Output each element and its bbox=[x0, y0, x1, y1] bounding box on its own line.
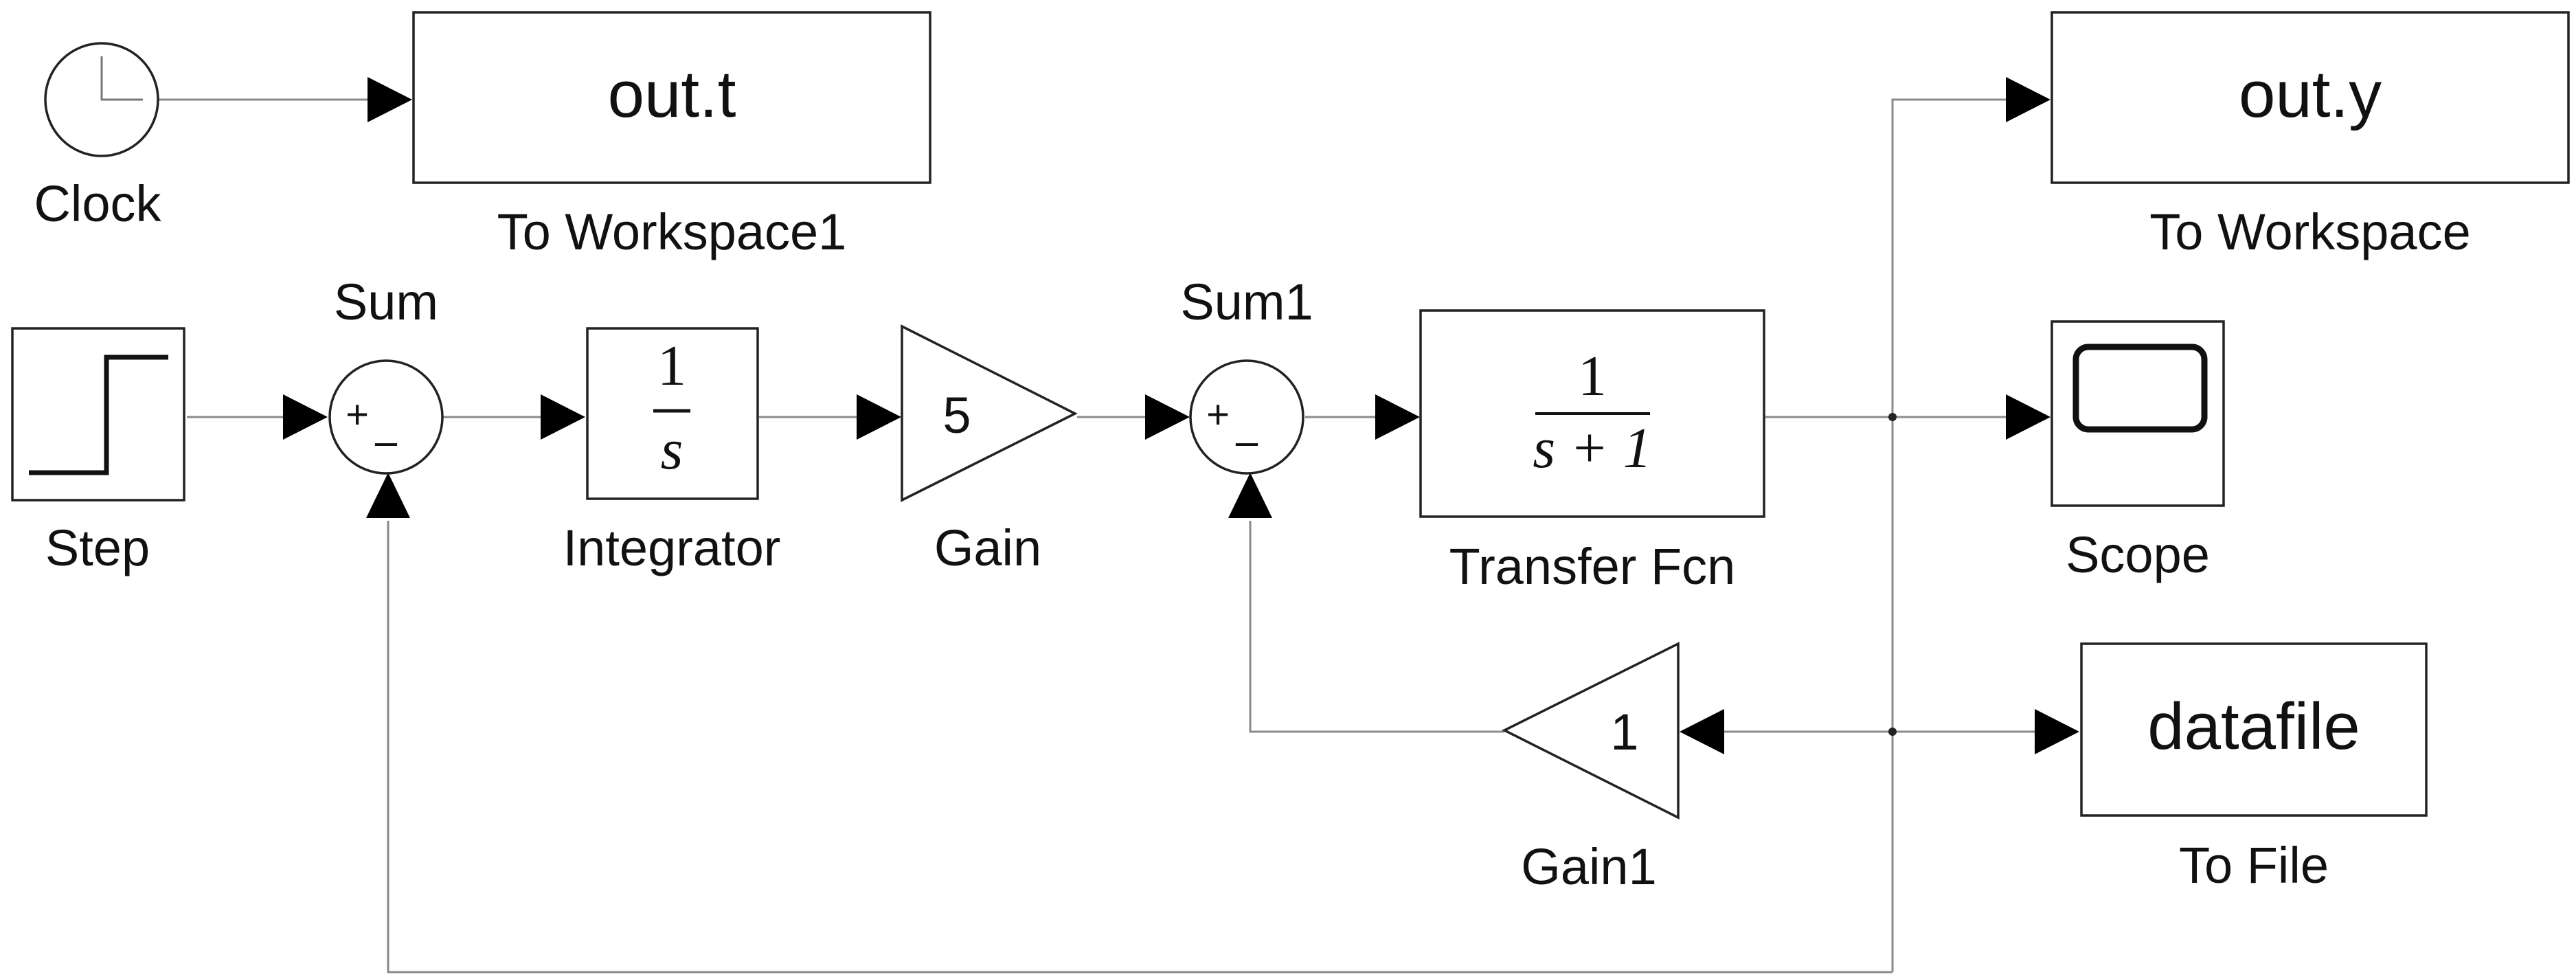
arrow-to-file bbox=[2035, 709, 2079, 754]
sum-minus-sign: – bbox=[375, 419, 398, 464]
branch-point-bottom bbox=[1888, 728, 1897, 736]
to-file-filename: datafile bbox=[2147, 690, 2360, 763]
wire-gain1-to-sum1[interactable] bbox=[1249, 521, 1504, 733]
integrator-label: Integrator bbox=[563, 519, 781, 576]
sum1-label: Sum1 bbox=[1180, 273, 1313, 330]
arrow-integrator-to-gain bbox=[857, 394, 901, 440]
arrow-to-scope bbox=[2006, 394, 2050, 440]
scope-block[interactable]: Scope bbox=[2050, 320, 2225, 583]
scope-icon bbox=[2072, 344, 2208, 433]
gain-label: Gain bbox=[934, 519, 1041, 576]
clock-block[interactable]: Clock bbox=[34, 42, 162, 232]
branch-point-top bbox=[1888, 413, 1897, 421]
to-workspace1-variable: out.t bbox=[608, 58, 736, 131]
to-workspace-block[interactable]: out.y To Workspace bbox=[2050, 11, 2570, 260]
integrator-block[interactable]: 1 s Integrator bbox=[563, 327, 781, 576]
transfer-fcn-numerator: 1 bbox=[1578, 344, 1607, 408]
gain-value: 5 bbox=[942, 387, 971, 444]
gain-block[interactable]: 5 Gain bbox=[901, 324, 1078, 576]
to-workspace-label: To Workspace bbox=[2149, 203, 2471, 260]
step-label: Step bbox=[45, 519, 150, 576]
arrow-feedback-to-sum1 bbox=[1228, 473, 1272, 518]
sum-label: Sum bbox=[334, 273, 438, 330]
to-file-label: To File bbox=[2179, 837, 2329, 894]
arrow-feedback-to-sum bbox=[366, 473, 410, 518]
step-icon bbox=[29, 355, 168, 475]
transfer-fcn-block[interactable]: 1 s + 1 Transfer Fcn bbox=[1419, 309, 1765, 595]
arrow-to-gain1 bbox=[1680, 709, 1724, 754]
sum1-block[interactable]: + – Sum1 bbox=[1180, 273, 1313, 475]
to-file-block[interactable]: datafile To File bbox=[2080, 642, 2428, 894]
signal-lines bbox=[158, 98, 2039, 974]
step-block[interactable]: Step bbox=[11, 327, 185, 576]
to-workspace1-block[interactable]: out.t To Workspace1 bbox=[412, 11, 931, 260]
gain1-value: 1 bbox=[1610, 704, 1638, 761]
arrow-clock-to-workspace1 bbox=[368, 77, 412, 122]
sum-block[interactable]: + – Sum bbox=[328, 273, 444, 475]
arrowheads bbox=[283, 77, 2079, 754]
integrator-denominator: s bbox=[661, 418, 683, 482]
clock-hands bbox=[100, 56, 143, 101]
clock-label: Clock bbox=[34, 175, 161, 232]
arrow-sum1-to-transfer-fcn bbox=[1375, 394, 1420, 440]
to-workspace1-label: To Workspace1 bbox=[497, 203, 847, 260]
transfer-fcn-label: Transfer Fcn bbox=[1449, 538, 1736, 595]
sum1-plus-sign: + bbox=[1206, 392, 1230, 437]
arrow-step-to-sum bbox=[283, 394, 328, 440]
gain1-block[interactable]: 1 Gain1 bbox=[1502, 642, 1680, 895]
arrow-gain-to-sum1 bbox=[1145, 394, 1190, 440]
gain1-label: Gain1 bbox=[1521, 838, 1656, 895]
to-workspace-variable: out.y bbox=[2239, 58, 2382, 131]
sum-plus-sign: + bbox=[346, 392, 369, 437]
arrow-sum-to-integrator bbox=[541, 394, 585, 440]
sum1-minus-sign: – bbox=[1236, 419, 1258, 464]
arrow-to-workspace bbox=[2006, 77, 2050, 122]
integrator-numerator: 1 bbox=[657, 334, 686, 398]
wire-branch-to-workspace[interactable] bbox=[1891, 98, 2009, 972]
wire-feedback-to-sum[interactable] bbox=[387, 521, 1893, 974]
scope-label: Scope bbox=[2066, 526, 2210, 583]
transfer-fcn-denominator: s + 1 bbox=[1533, 416, 1651, 480]
